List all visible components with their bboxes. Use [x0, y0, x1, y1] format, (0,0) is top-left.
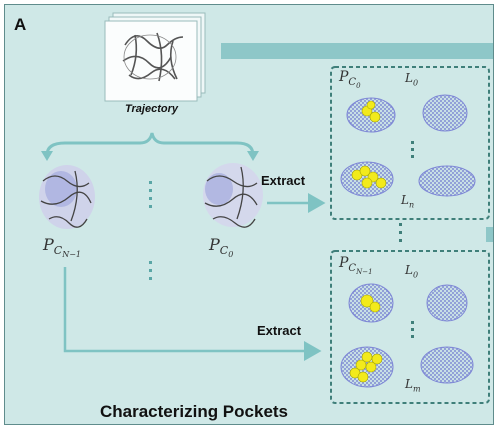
trajectory-protein-image — [122, 32, 184, 82]
extract-arrow-bottom — [63, 267, 322, 361]
extract-label-top: Extract — [261, 173, 306, 188]
box-bottom-header: PCN−1 — [339, 255, 373, 276]
box-top-ligand-first: L0 — [405, 71, 419, 88]
pocket-top-ellipsis — [411, 141, 414, 158]
pocket-bottom-3 — [340, 346, 394, 388]
frame-label-c0: PC0 — [209, 235, 234, 260]
pocket-box-c0 — [330, 66, 490, 220]
pocket-bottom-ellipsis — [411, 321, 414, 338]
box-bottom-ligand-last: Lm — [405, 377, 421, 394]
pocket-top-2 — [422, 94, 468, 132]
top-banner-bar — [221, 43, 493, 59]
trajectory-stack — [104, 12, 206, 102]
diagram-canvas — [39, 12, 490, 404]
footer-title: Characterizing Pockets — [100, 402, 289, 421]
extract-label-bottom: Extract — [257, 323, 302, 338]
box-top-header: PC0 — [339, 69, 361, 90]
protein-frame-cn-1 — [39, 165, 95, 229]
boxes-ellipsis — [399, 223, 402, 242]
box-bottom-ligand-first: L0 — [405, 263, 419, 280]
trajectory-label: Trajectory — [125, 103, 178, 115]
frames-ellipsis-lower — [149, 261, 152, 280]
pocket-bottom-4 — [420, 346, 474, 384]
side-connector-tab — [486, 227, 493, 242]
pocket-bottom-2 — [426, 284, 468, 322]
box-top-ligand-last: Ln — [401, 193, 415, 210]
protein-frame-c0 — [203, 163, 263, 228]
pocket-top-3 — [340, 161, 394, 197]
panel-a: A — [4, 4, 494, 425]
pocket-top-4 — [418, 165, 476, 197]
split-brace — [45, 132, 255, 156]
pocket-bottom-1 — [348, 283, 394, 323]
frame-label-cn-1: PCN−1 — [43, 235, 81, 260]
panel-label: A — [14, 15, 27, 34]
pocket-box-cn-1 — [330, 250, 490, 404]
pocket-top-1 — [346, 97, 396, 133]
frames-ellipsis-upper — [149, 181, 152, 208]
